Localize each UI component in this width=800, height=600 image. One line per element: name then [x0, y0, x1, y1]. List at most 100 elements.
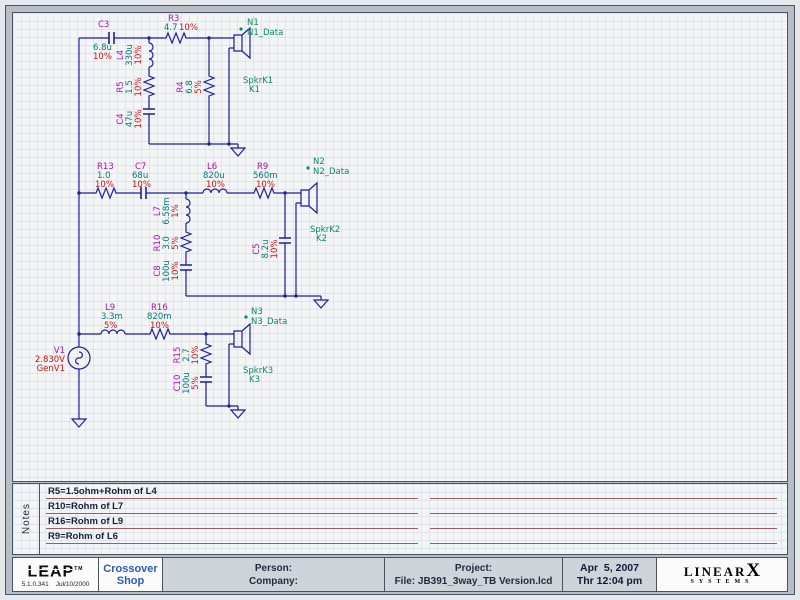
file-name: File: JB391_3way_TB Version.lcd — [394, 575, 553, 587]
resistor-r5-symbol[interactable] — [143, 72, 155, 102]
label-c7-tol: 10% — [132, 180, 151, 190]
leap-trademark: TM — [74, 565, 84, 572]
person-label: Person: — [254, 562, 293, 574]
label-c5-value: 8.2u — [261, 240, 271, 259]
label-c4-tol: 10% — [134, 110, 144, 129]
schematic-canvas[interactable]: C3 6.8u 10% R3 4.7 10% L4 330u 10% R5 1.… — [12, 12, 788, 482]
resistor-r15-symbol[interactable] — [200, 340, 212, 370]
leap-logo-cell: LEAPTM 5.1.0.341 Jul/10/2000 — [13, 558, 99, 591]
label-node-n1-data: N1_Data — [247, 28, 283, 38]
label-c5-tol: 10% — [270, 240, 280, 259]
label-node-n1: N1 — [247, 18, 259, 28]
label-l7-ref: L7 — [153, 206, 163, 216]
time-text: Thr 12:04 pm — [576, 574, 643, 587]
resistor-r4-symbol[interactable] — [203, 72, 215, 102]
capacitor-c4-symbol[interactable] — [142, 108, 156, 115]
linearx-systems-text: SYSTEMS — [690, 578, 754, 585]
label-c10-value: 100u — [182, 372, 192, 394]
label-r16-ref: R16 — [151, 303, 168, 313]
note-rule-left — [46, 528, 418, 529]
note-rule-right — [430, 543, 777, 544]
label-speaker-k2-ref: SpkrK2 — [310, 225, 340, 235]
label-v1-value: 2.830V — [35, 355, 65, 365]
label-r13-ref: R13 — [97, 162, 114, 172]
node-marker-n2 — [306, 166, 310, 170]
label-v1-ref: V1 — [54, 346, 65, 356]
capacitor-c10-symbol[interactable] — [199, 376, 213, 383]
label-r10-value: 3.0 — [162, 236, 172, 250]
label-l6-ref: L6 — [207, 162, 217, 172]
label-r13-tol: 10% — [95, 180, 114, 190]
ground-symbol-n2[interactable] — [313, 299, 329, 309]
ground-symbol-source[interactable] — [71, 418, 87, 428]
capacitor-c8-symbol[interactable] — [179, 264, 193, 271]
label-c4-ref: C4 — [116, 113, 126, 124]
ground-symbol-n1[interactable] — [230, 147, 246, 157]
linearx-wordmark: LINEAR — [683, 563, 747, 579]
date-text: Apr 5, 2007 — [580, 561, 639, 574]
project-file-cell[interactable]: Project: File: JB391_3way_TB Version.lcd — [385, 558, 563, 591]
label-l9-value: 3.3m — [101, 312, 123, 322]
label-r15-ref: R15 — [173, 347, 183, 364]
project-label: Project: — [454, 562, 493, 574]
note-line-2: R10=Rohm of L7 — [48, 501, 124, 512]
person-company-cell[interactable]: Person: Company: — [163, 558, 385, 591]
label-r5-ref: R5 — [116, 81, 126, 92]
product-name-line1: Crossover — [103, 562, 158, 575]
label-l9-ref: L9 — [105, 303, 115, 313]
ground-symbol-n3[interactable] — [230, 409, 246, 419]
resistor-r3-symbol[interactable] — [162, 32, 192, 44]
speaker-k3-symbol[interactable] — [228, 323, 251, 355]
notes-body[interactable]: R5=1.5ohm+Rohm of L4 R10=Rohm of L7 R16=… — [40, 484, 787, 554]
label-r10-ref: R10 — [153, 235, 163, 252]
label-c3-value: 6.8u — [93, 43, 112, 53]
leap-version-line: 5.1.0.341 Jul/10/2000 — [22, 581, 90, 588]
resistor-r10-symbol[interactable] — [180, 228, 192, 258]
label-c8-tol: 10% — [171, 262, 181, 281]
label-c3-ref: C3 — [98, 20, 109, 30]
label-l7-value: 6.58m — [162, 197, 172, 224]
note-rule-left — [46, 513, 418, 514]
speaker-k2-symbol[interactable] — [295, 182, 318, 214]
label-node-n2: N2 — [313, 157, 325, 167]
label-l4-tol: 10% — [134, 46, 144, 65]
label-l6-tol: 10% — [206, 180, 225, 190]
label-r4-value: 6.8 — [185, 80, 195, 94]
label-speaker-k2-name: K2 — [316, 234, 327, 244]
product-name-cell: Crossover Shop — [99, 558, 163, 591]
capacitor-c5-symbol[interactable] — [278, 237, 292, 244]
label-r3-ref: R3 — [168, 14, 179, 24]
label-node-n3-data: N3_Data — [251, 317, 287, 327]
note-row: R9=Rohm of L6 — [46, 530, 781, 544]
label-r9-ref: R9 — [257, 162, 268, 172]
wire-network3[interactable] — [78, 333, 239, 419]
circuit-layer — [67, 27, 329, 428]
label-r4-ref: R4 — [176, 81, 186, 92]
notes-tab-label: Notes — [20, 503, 32, 535]
inductor-l4-symbol[interactable] — [148, 42, 154, 68]
inductor-l7-symbol[interactable] — [185, 198, 191, 224]
page-frame: C3 6.8u 10% R3 4.7 10% L4 330u 10% R5 1.… — [5, 5, 795, 595]
label-l7-tol: 1% — [171, 204, 181, 218]
label-r3-tol: 10% — [179, 23, 198, 33]
note-row: R16=Rohm of L9 — [46, 515, 781, 529]
label-r5-value: 1.5 — [125, 80, 135, 94]
build-date-text: Jul/10/2000 — [55, 581, 90, 589]
voltage-source-symbol[interactable] — [67, 346, 91, 370]
label-c8-ref: C8 — [153, 265, 163, 276]
label-node-n2-data: N2_Data — [313, 167, 349, 177]
label-node-n3: N3 — [251, 307, 263, 317]
label-speaker-k1-name: K1 — [249, 85, 260, 95]
label-r16-value: 820m — [147, 312, 172, 322]
label-r13-value: 1.0 — [97, 171, 111, 181]
label-c7-ref: C7 — [135, 162, 146, 172]
note-line-4: R9=Rohm of L6 — [48, 531, 118, 542]
label-r10-tol: 5% — [171, 236, 181, 250]
notes-tab: Notes — [13, 484, 40, 554]
label-c3-tol: 10% — [93, 52, 112, 62]
label-l4-value: 330u — [125, 44, 135, 66]
version-text: 5.1.0.341 — [21, 581, 49, 589]
label-l4-ref: L4 — [116, 50, 126, 60]
